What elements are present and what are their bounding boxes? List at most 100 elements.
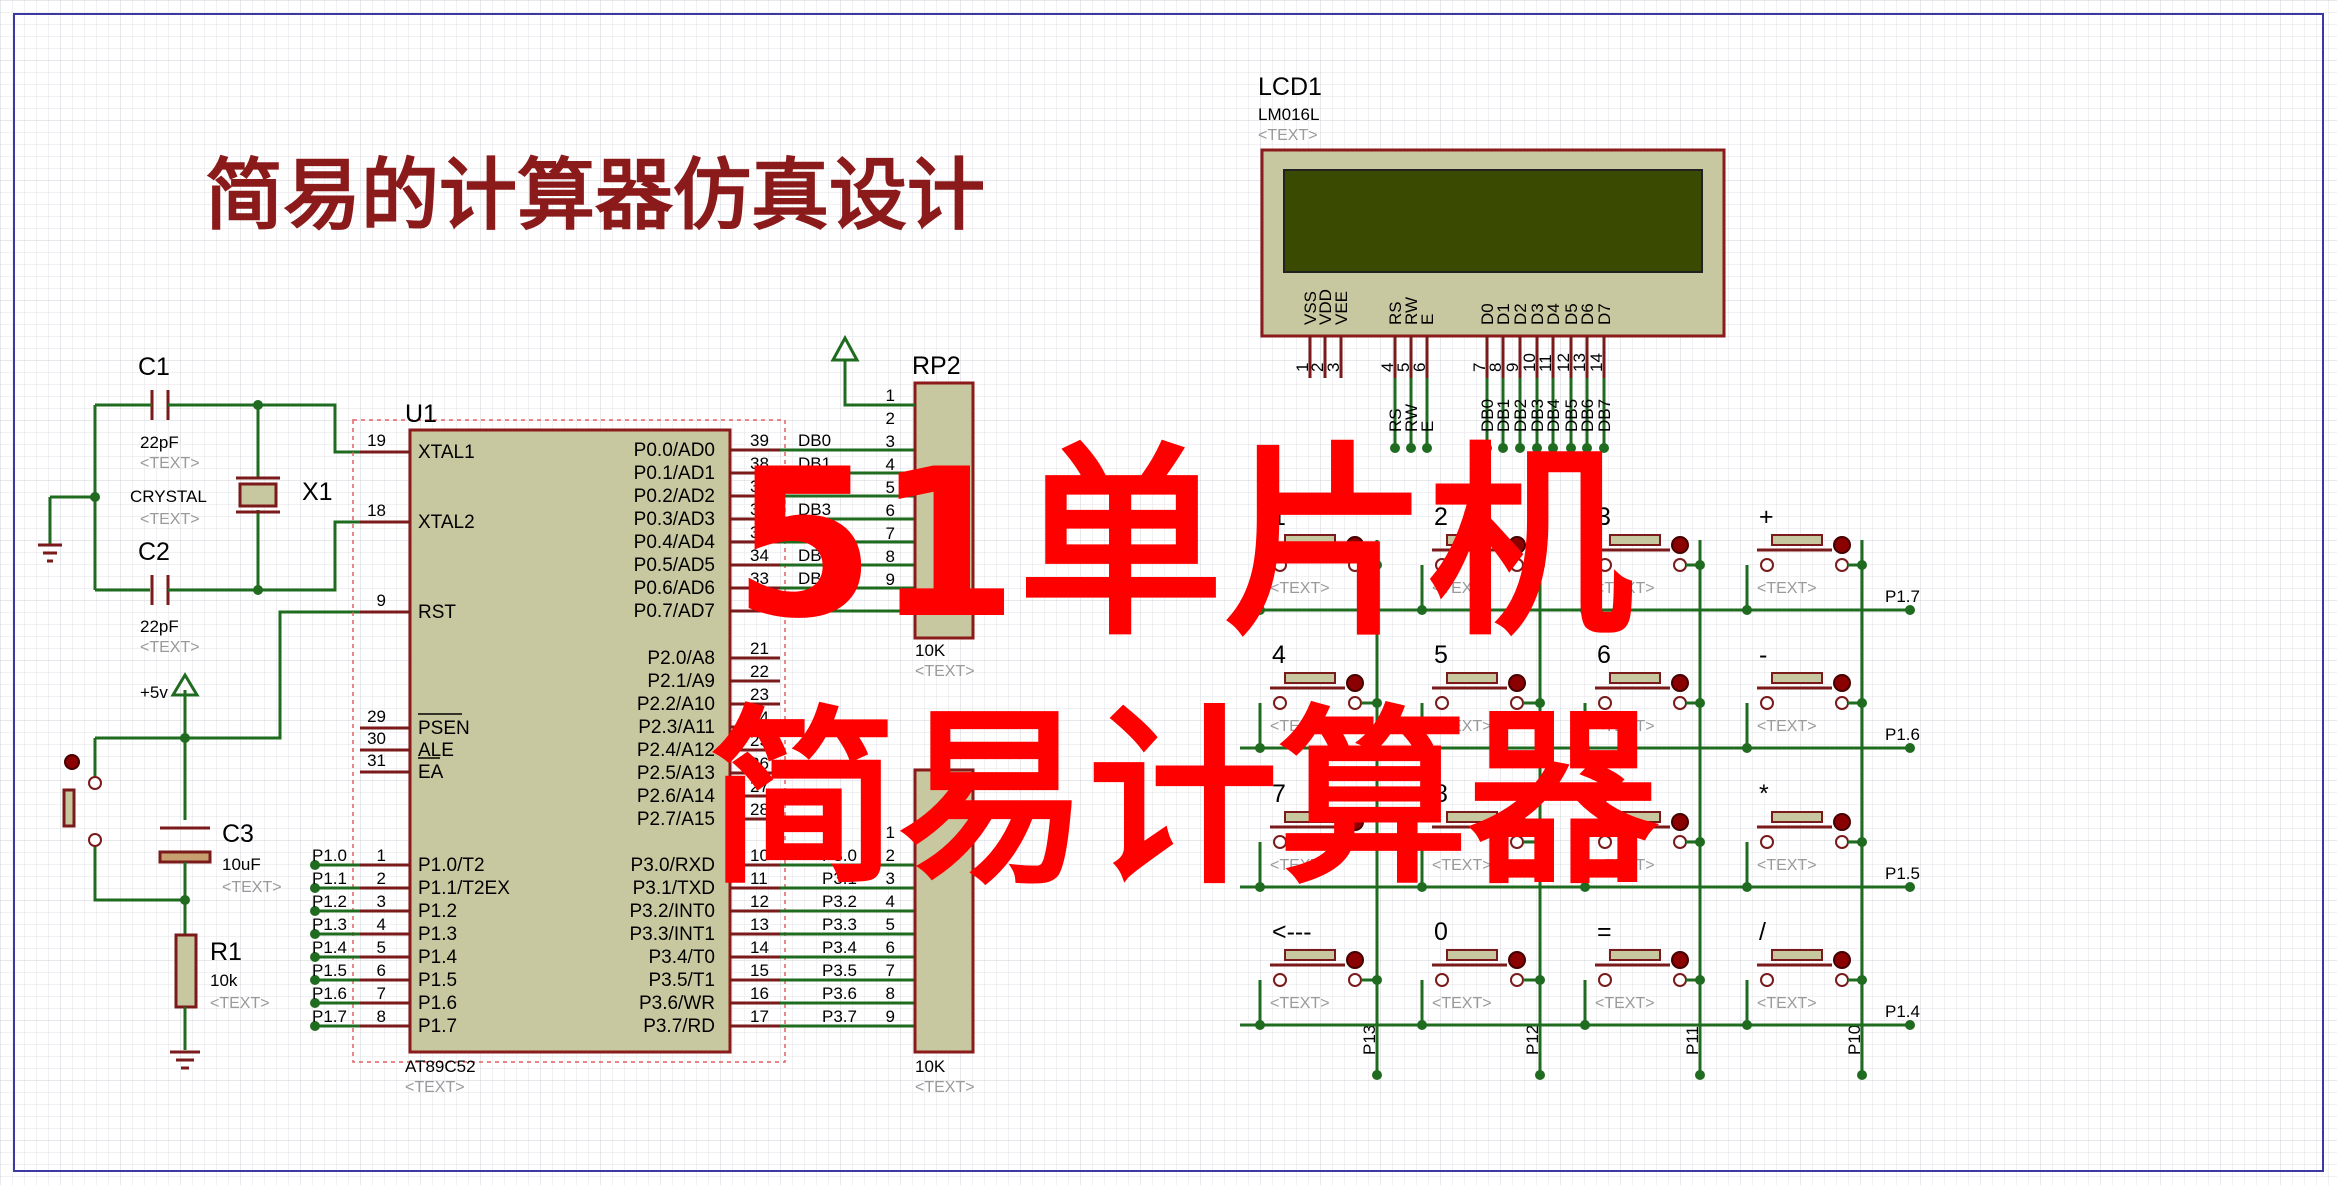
keypad-key-label: 5 [1434,641,1448,669]
keypad-pad [1833,951,1851,969]
junction-dot [310,860,320,870]
junction-dot [1695,698,1705,708]
keypad-terminal [1273,558,1287,572]
u1-pin-name: RST [418,602,456,623]
junction-dot [310,1021,320,1031]
u1-pin-num: 14 [750,938,769,957]
junction-dot [310,906,320,916]
u1-pin-num: 27 [750,777,769,796]
lcd-net-label: DB4 [1544,399,1563,432]
rp2-pin-num: 2 [886,409,895,428]
keypad-text-placeholder: <TEXT> [1595,857,1655,874]
junction-dot [1742,743,1752,753]
u1-pin-name: P2.0/A8 [647,648,715,669]
junction-dot [1905,605,1915,615]
lcd-pin-num: 12 [1554,353,1573,372]
lcd-pin-num: 3 [1324,363,1343,372]
keypad-terminal [1598,558,1612,572]
reset-circuit[interactable]: +5v C3 10uF <TEXT> R1 10k <TEXT> [62,610,410,1070]
keypad-terminal [1348,973,1362,987]
keypad-pad [1671,674,1689,692]
junction-dot [310,883,320,893]
u1-microcontroller[interactable]: U1 AT89C52 <TEXT> 19XTAL118XTAL29RST29PS… [310,400,915,1096]
lcd-pin-num: 11 [1536,354,1555,372]
u1-pin-name: P3.2/INT0 [629,901,715,922]
lcd-ref: LCD1 [1258,73,1322,101]
svg-text:<TEXT>: <TEXT> [222,879,282,896]
keypad-terminal [1598,696,1612,710]
u1-pin-name: P1.4 [418,947,458,968]
keypad-row-net: P1.6 [1885,725,1920,744]
keypad-button [1609,672,1661,684]
lcd-display[interactable]: LCD1 LM016L <TEXT> VSS1VDD2VEE3RS4RW5E6D… [1258,73,1726,453]
u1-pin-num: 9 [377,591,386,610]
junction-dot [1857,975,1867,985]
lcd-pin-name: D3 [1528,303,1547,325]
rp1-pin-num: 2 [886,846,895,865]
junction-dot [1422,443,1432,453]
r1-ref: R1 [210,938,242,966]
rp2-pin-num: 4 [886,455,895,474]
u1-pin-num: 10 [750,846,769,865]
u1-pin-name: EA [418,762,444,783]
rp2-pin-num: 6 [886,501,895,520]
c2-ref: C2 [138,538,170,566]
lcd-pin-name: D6 [1578,303,1597,325]
u1-pin-num: 4 [377,915,386,934]
lcd-pin-num: 1 [1293,363,1312,372]
junction-dot [1372,560,1382,570]
svg-text:<TEXT>: <TEXT> [210,995,270,1012]
keypad-pad [1508,536,1526,554]
keypad-text-placeholder: <TEXT> [1757,580,1817,597]
u1-net-label: DB5 [798,546,831,565]
svg-text:<TEXT>: <TEXT> [140,639,200,656]
keypad-button [1284,672,1336,684]
u1-pin-num: 3 [377,892,386,911]
u1-pin-num: 22 [750,662,769,681]
u1-pin-num: 36 [750,500,769,519]
u1-net-label: P3.3 [822,915,857,934]
u1-net-label: DB0 [798,431,831,450]
keypad-pad [1671,813,1689,831]
keypad-pad [1346,674,1364,692]
keypad-key-label: / [1759,918,1766,946]
keypad-text-placeholder: <TEXT> [1270,718,1330,735]
u1-pin-num: 28 [750,800,769,819]
keypad-key-label: 1 [1272,503,1286,531]
keypad-pad [1833,813,1851,831]
lcd-net-label: E [1418,421,1437,432]
u1-pin-name: P3.6/WR [639,993,715,1014]
u1-pin-num: 33 [750,569,769,588]
lcd-net-label: DB2 [1511,399,1530,432]
junction-dot [1255,605,1265,615]
u1-pin-name: PSEN [418,718,470,739]
u1-pin-num: 31 [367,751,386,770]
u1-net-label: DB4 [798,523,831,542]
u1-pin-name: P2.6/A14 [637,786,716,807]
junction-dot [1580,882,1590,892]
keypad-button [1771,811,1823,823]
u1-pin-name: P0.7/AD7 [634,601,715,622]
junction-dot [1695,837,1705,847]
junction-dot [1535,698,1545,708]
oscillator-circuit[interactable]: C1 22pF <TEXT> C2 22pF <TEXT> X1 CRYSTAL… [38,353,410,656]
u1-net-label: P3.7 [822,1007,857,1026]
sheet-border [13,13,2324,1172]
u1-pin-num: 26 [750,754,769,773]
lcd-net-label: DB5 [1562,399,1581,432]
u1-pin-name: XTAL1 [418,442,475,463]
u1-net-label: P3.4 [822,938,857,957]
lcd-pin-num: 6 [1410,363,1429,372]
u1-pin-num: 35 [750,523,769,542]
u1-net-label: P3.1 [822,869,857,888]
junction-dot [310,929,320,939]
junction-dot [1695,560,1705,570]
u1-pin-num: 30 [367,729,386,748]
u1-net-label: P3.6 [822,984,857,1003]
keypad-pad [1671,536,1689,554]
junction-dot [1535,560,1545,570]
